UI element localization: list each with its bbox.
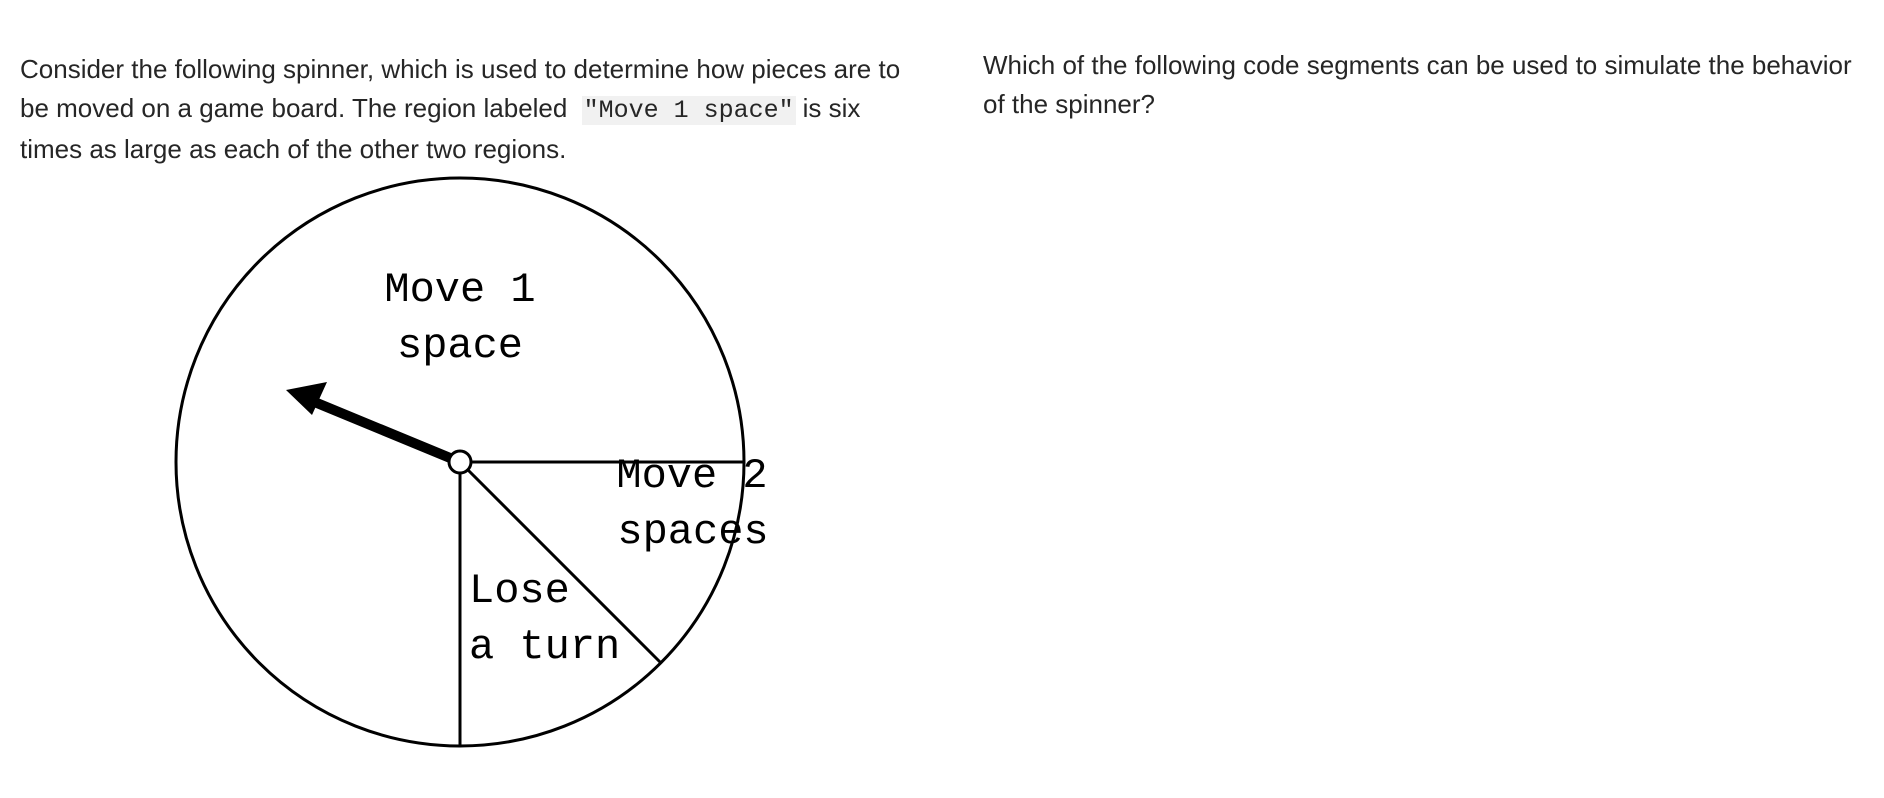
region-code-label: "Move 1 space" [581, 96, 796, 125]
spinner-svg: Move 1 space Move 2 spaces Lose a turn [174, 176, 769, 748]
region-label-lose-line2: a turn [469, 623, 620, 671]
question-text: Which of the following code segments can… [983, 50, 1852, 119]
spinner-pointer-arrowhead [286, 382, 327, 415]
region-label-move1-line1: Move 1 [384, 266, 535, 314]
spinner-prompt: Consider the following spinner, which is… [20, 50, 920, 169]
spinner-diagram: Move 1 space Move 2 spaces Lose a turn [170, 172, 769, 757]
question-panel: Which of the following code segments can… [983, 46, 1863, 124]
prompt-text-part2: is six times as large as each of the oth… [20, 93, 861, 164]
spinner-pivot [447, 449, 473, 475]
region-label-move1-line2: space [397, 322, 523, 370]
region-label-move2-line1: Move 2 [616, 452, 767, 500]
region-label-lose-line1: Lose [469, 567, 570, 615]
prompt-paragraph: Consider the following spinner, which is… [20, 50, 920, 169]
prompt-text-part1: Consider the following spinner, which is… [20, 54, 901, 123]
divider-line-diagonal [458, 460, 663, 665]
spinner-pointer-shaft [295, 391, 460, 465]
region-label-move2-line2: spaces [617, 508, 768, 556]
